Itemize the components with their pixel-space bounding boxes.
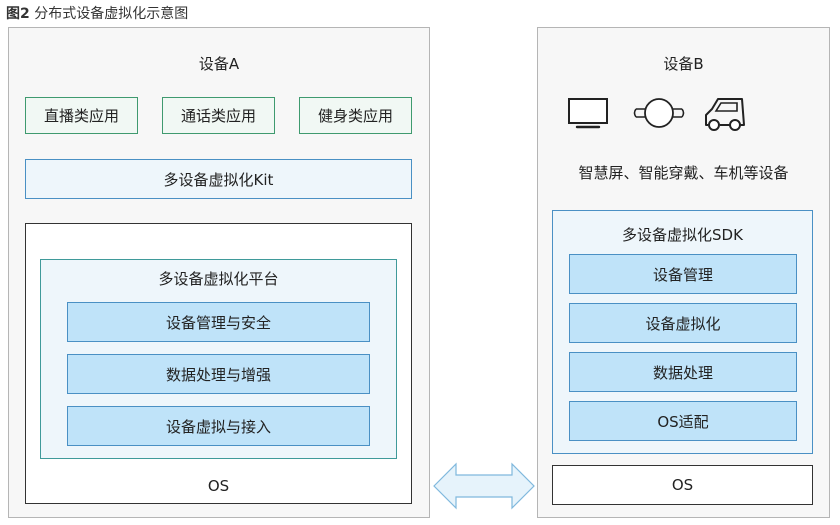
virtualization-kit: 多设备虚拟化Kit [25,159,412,199]
module-device-virtualization: 设备虚拟化 [569,303,797,343]
module-data-processing: 数据处理 [569,352,797,392]
figure-number: 图2 [6,6,30,22]
module-data-processing-enhance: 数据处理与增强 [67,354,370,394]
monitor-icon [568,98,608,129]
device-a-label: 设备A [198,54,240,73]
device-b-os: OS [552,465,813,505]
device-b-label: 设备B [663,54,704,73]
app-fitness: 健身类应用 [299,97,412,134]
figure-caption: 分布式设备虚拟化示意图 [34,6,189,22]
bidirectional-arrow-icon [433,462,535,510]
device-b-caption: 智慧屏、智能穿戴、车机等设备 [578,163,789,182]
module-os-adaptation: OS适配 [569,401,797,441]
platform-title: 多设备虚拟化平台 [158,269,279,288]
module-device-virtual-access: 设备虚拟与接入 [67,406,370,446]
app-calling: 通话类应用 [162,97,275,134]
module-device-mgmt-security: 设备管理与安全 [67,302,370,342]
watch-icon [633,98,685,128]
module-device-management: 设备管理 [569,254,797,294]
figure-title: 图2 分布式设备虚拟化示意图 [6,3,188,23]
car-icon [705,98,745,131]
sdk-title: 多设备虚拟化SDK [622,225,743,244]
app-live-streaming: 直播类应用 [25,97,138,134]
device-a-os: OS [207,477,230,495]
